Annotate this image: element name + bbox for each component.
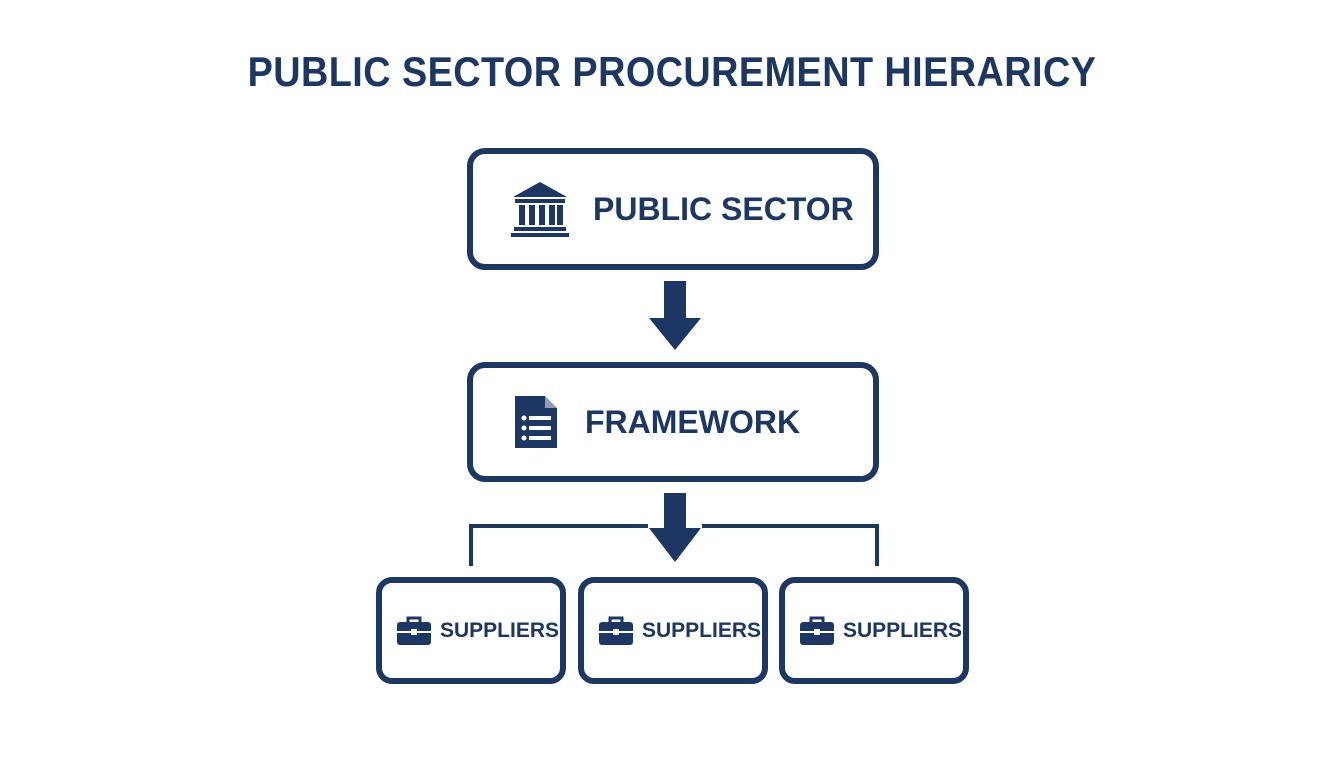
arrow-framework-to-suppliers bbox=[649, 493, 701, 562]
framework-node: FRAMEWORK bbox=[467, 362, 879, 482]
public-sector-label: PUBLIC SECTOR bbox=[593, 190, 854, 227]
public-sector-node: PUBLIC SECTOR bbox=[467, 148, 879, 270]
supplier-node-2: SUPPLIERS bbox=[578, 577, 768, 684]
supplier-label: SUPPLIERS bbox=[440, 618, 560, 642]
supplier-node-1: SUPPLIERS bbox=[376, 577, 566, 684]
briefcase-icon bbox=[598, 616, 634, 646]
briefcase-icon bbox=[799, 616, 835, 646]
document-list-icon bbox=[513, 394, 559, 450]
supplier-label: SUPPLIERS bbox=[843, 618, 963, 642]
framework-label: FRAMEWORK bbox=[585, 403, 801, 440]
arrow-top-to-framework bbox=[649, 281, 701, 350]
page-title: PUBLIC SECTOR PROCUREMENT HIERARICY bbox=[247, 48, 1097, 95]
supplier-label: SUPPLIERS bbox=[642, 618, 762, 642]
briefcase-icon bbox=[396, 616, 432, 646]
supplier-node-3: SUPPLIERS bbox=[779, 577, 969, 684]
government-building-icon bbox=[509, 180, 571, 238]
branch-lines bbox=[469, 524, 879, 566]
